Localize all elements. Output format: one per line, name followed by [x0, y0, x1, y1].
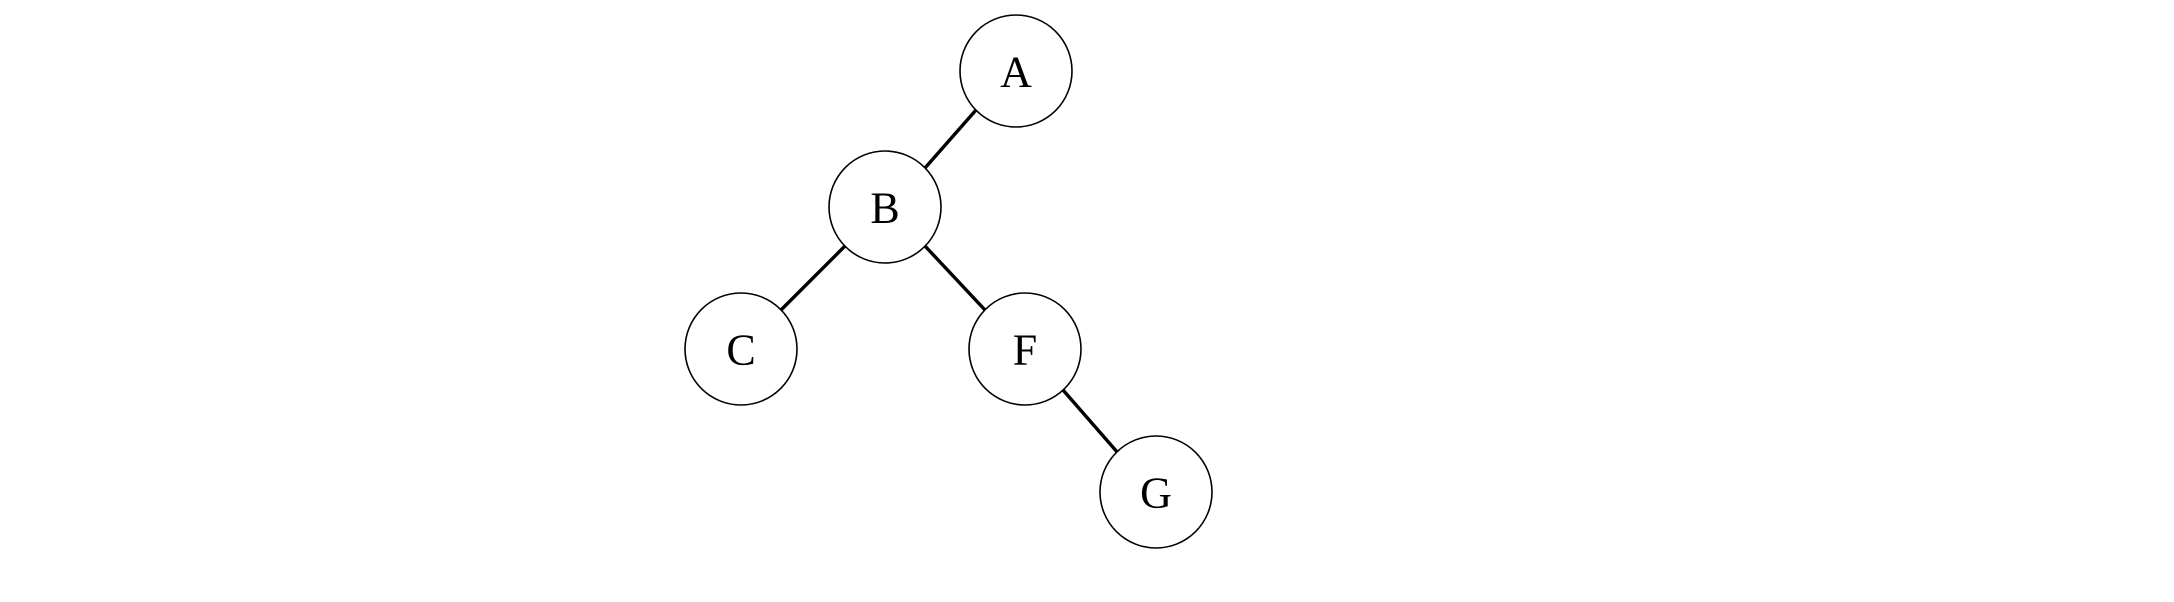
graph-edge-b-f	[923, 244, 987, 312]
node-circle-g[interactable]	[1099, 435, 1213, 549]
node-label-g: G	[1140, 469, 1172, 518]
graph-edge-f-g	[1061, 388, 1120, 455]
graph-edge-a-b	[923, 108, 978, 170]
graph-node-b[interactable]: B	[828, 150, 942, 264]
graph-node-c[interactable]: C	[684, 292, 798, 406]
node-circle-f[interactable]	[968, 292, 1082, 406]
node-circle-b[interactable]	[828, 150, 942, 264]
graph-node-f[interactable]: F	[968, 292, 1082, 406]
graph-node-g[interactable]: G	[1099, 435, 1213, 549]
nodes-layer: A B C F G	[684, 14, 1213, 549]
node-circle-a[interactable]	[959, 14, 1073, 128]
node-circle-c[interactable]	[684, 292, 798, 406]
node-label-c: C	[726, 326, 755, 375]
node-label-a: A	[1000, 48, 1032, 97]
edges-layer	[779, 108, 1120, 455]
graph-edge-b-c	[779, 244, 847, 312]
node-label-f: F	[1013, 326, 1037, 375]
graph-node-a[interactable]: A	[959, 14, 1073, 128]
node-label-b: B	[870, 184, 899, 233]
